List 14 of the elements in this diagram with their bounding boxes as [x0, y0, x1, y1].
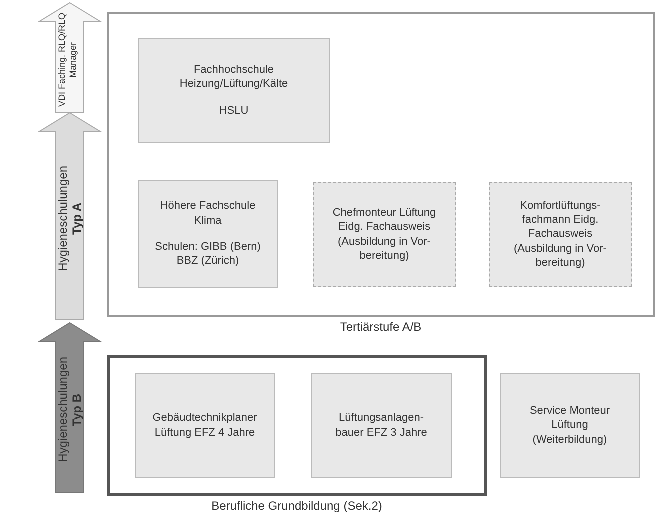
arrow-label: Hygieneschulungen	[56, 166, 70, 272]
course-box: Komfortlüftungs- fachmann Eidg. Fachausweis (Ausbildung in Vor- bereitung)	[489, 182, 632, 287]
course-box: Fachhochschule Heizung/Lüftung/Kälte HSLU	[138, 38, 330, 143]
section-label: Tertiärstufe A/B	[339, 320, 423, 334]
course-box: Höhere Fachschule Klima Schulen: GIBB (Bern) BBZ (Zürich)	[138, 180, 278, 288]
course-box: Service Monteur Lüftung (Weiterbildung)	[500, 373, 640, 478]
course-box: Chefmonteur Lüftung Eidg. Fachausweis (Ausbildung in Vor- bereitung)	[313, 182, 456, 287]
arrow-label: Hygieneschulungen	[56, 357, 70, 463]
section-label: Berufliche Grundbildung (Sek.2)	[210, 499, 384, 513]
course-box: Gebäudtechnikplaner Lüftung EFZ 4 Jahre	[135, 373, 275, 478]
arrow-label: Typ B	[70, 394, 84, 426]
arrow-label: Typ A	[70, 202, 84, 234]
course-box: Lüftungsanlagen- bauer EFZ 3 Jahre	[311, 373, 452, 478]
arrow-label: VDI Faching. RLQ/RLQ Manager	[57, 12, 79, 110]
